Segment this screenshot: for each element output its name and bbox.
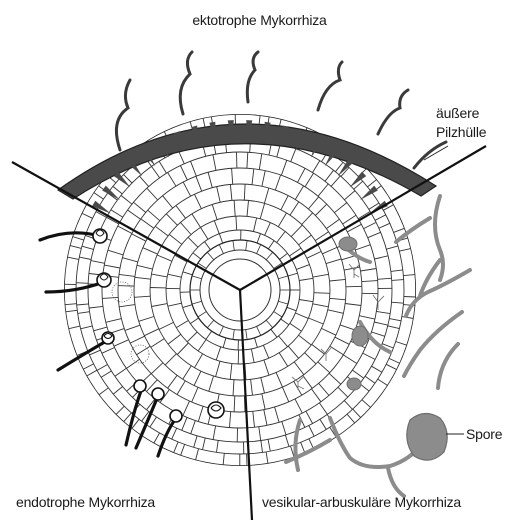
spore bbox=[407, 413, 464, 460]
cell-wall bbox=[76, 283, 88, 284]
cell-wall bbox=[118, 286, 134, 287]
label-outer-sheath-line1: äußere bbox=[436, 104, 486, 123]
cell-wall bbox=[314, 293, 330, 294]
cell-wall bbox=[346, 286, 362, 287]
label-vesicular-arbuscular-mycorrhiza: vesikular-arbuskuläre Mykorrhiza bbox=[262, 494, 461, 510]
label-outer-sheath-line2: Pilzhülle bbox=[436, 123, 486, 142]
label-spore: Spore bbox=[466, 426, 502, 442]
label-outer-fungal-sheath: äußere Pilzhülle bbox=[436, 104, 486, 142]
cell-wall bbox=[404, 297, 416, 298]
label-endotrophic-mycorrhiza: endotrophe Mykorrhiza bbox=[16, 494, 155, 510]
label-ectotrophic-mycorrhiza: ektotrophe Mykorrhiza bbox=[0, 12, 519, 28]
